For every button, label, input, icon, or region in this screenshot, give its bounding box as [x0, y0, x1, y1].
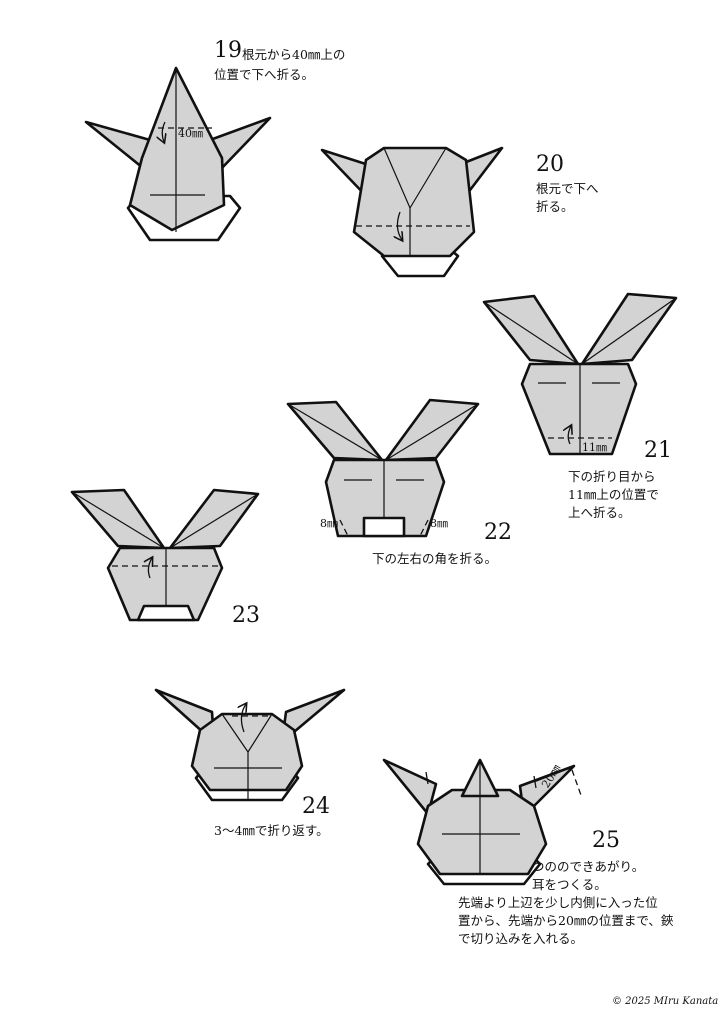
step-20-figure — [320, 146, 504, 278]
step-19-instruction-line-1: 根元から40㎜上の — [242, 47, 346, 62]
step-22-figure — [286, 398, 480, 538]
step-24-instruction: 3〜4㎜で折り返す。 — [214, 823, 329, 838]
step-21-figure — [482, 292, 678, 456]
step-20-instruction-line-2: 折る。 — [536, 199, 574, 214]
step-25-number: 25 — [592, 828, 620, 853]
step-21-instruction-line-2: 11㎜上の位置で — [568, 487, 659, 502]
step-25-instruction-line-3: 先端より上辺を少し内側に入った位 — [458, 895, 658, 910]
step-25-figure — [382, 758, 583, 886]
step-24-number: 24 — [302, 794, 330, 819]
step-25-instruction-line-5: で切り込みを入れる。 — [458, 931, 584, 946]
step-21-measure-label: 11㎜ — [582, 441, 607, 454]
step-19-number: 19 — [214, 38, 242, 63]
step-21-number: 21 — [644, 438, 672, 463]
step-20-instruction-line-1: 根元で下へ — [536, 181, 599, 196]
step-23-figure — [70, 488, 260, 622]
step-24-figure — [154, 688, 346, 802]
step-22-measure-left: 8㎜ — [320, 517, 338, 530]
step-23-number: 23 — [232, 603, 260, 628]
step-21-instruction-line-1: 下の折り目から — [568, 469, 656, 484]
step-21-instruction-line-3: 上へ折る。 — [568, 505, 631, 520]
step-25-instruction-line-1: つののできあがり。 — [532, 859, 645, 874]
step-20-number: 20 — [536, 152, 564, 177]
step-22-instruction: 下の左右の角を折る。 — [372, 551, 498, 566]
copyright-notice: © 2025 MIru Kanata — [612, 996, 719, 1007]
step-25-instruction-line-4: 置から、先端から20㎜の位置まで、鋏 — [458, 913, 674, 928]
step-19-instruction-line-2: 位置で下へ折る。 — [214, 67, 315, 82]
step-25-instruction-line-2: 耳をつくる。 — [532, 877, 607, 892]
step-19-figure — [84, 66, 272, 242]
step-22-number: 22 — [484, 520, 512, 545]
step-19-measure-label: 40㎜ — [178, 127, 203, 140]
step-22-measure-right: 8㎜ — [430, 517, 448, 530]
